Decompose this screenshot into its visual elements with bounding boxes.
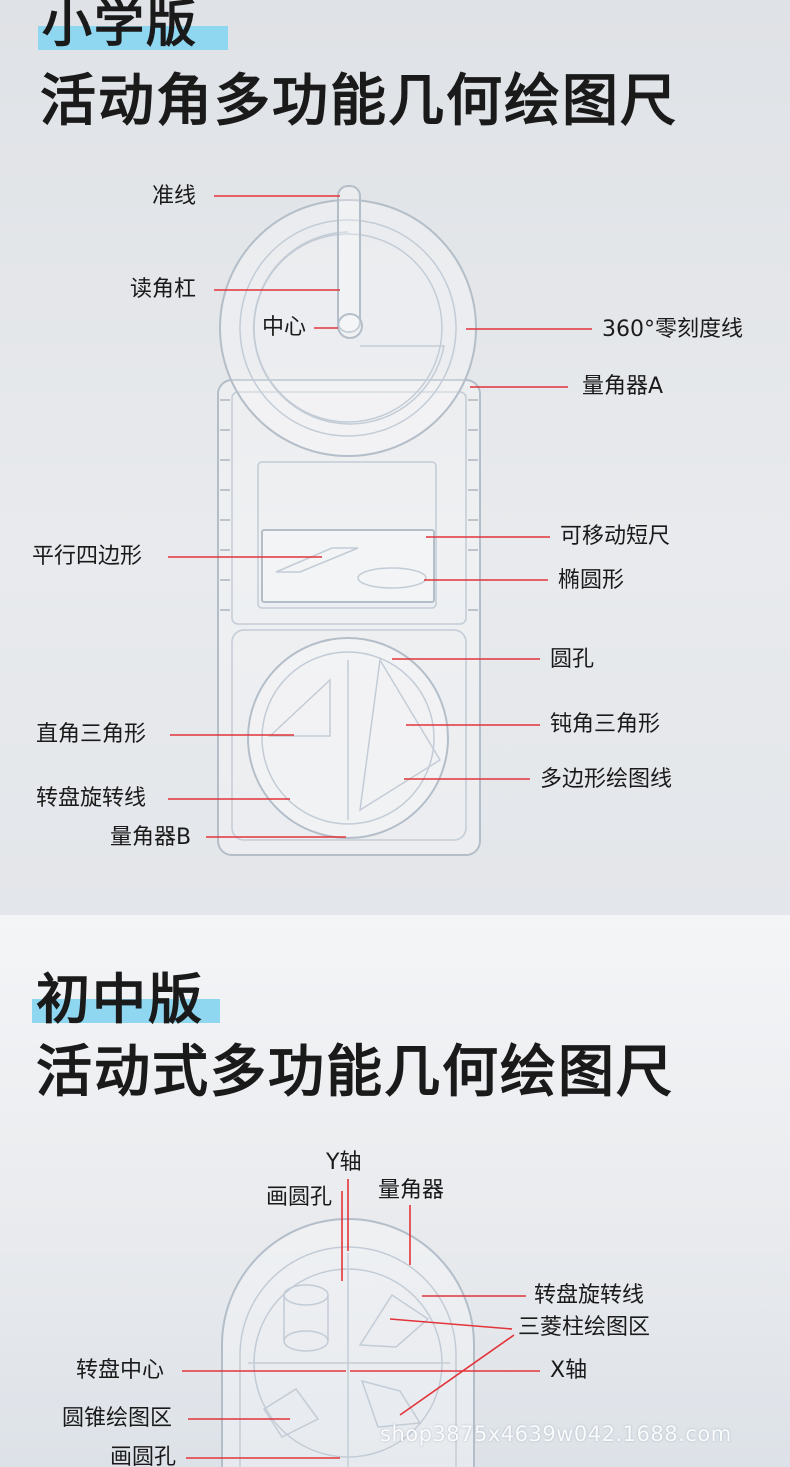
left-scale [220,399,230,611]
label-turntable-line-bottom: 转盘旋转线 [534,1283,645,1308]
label-protractor-b: 量角器B [110,825,192,850]
label-obtuse-triangle: 钝角三角形 [550,712,661,737]
badge-highlight-bottom [32,999,220,1023]
reading-arm [337,185,361,333]
label-protractor: 量角器 [378,1178,445,1203]
badge-top: 小学版 [42,0,198,53]
ruler-upper-frame [231,391,467,625]
label-draw-hole-top: 画圆孔 [266,1185,333,1210]
badge-highlight-top [38,26,228,50]
parallelogram-shape [275,547,359,573]
label-right-triangle: 直角三角形 [36,722,147,747]
ellipse-shape [357,567,427,589]
ruler-illustration-top [168,185,592,856]
label-protractor-a: 量角器A [582,374,664,399]
prism-shape [358,1293,430,1348]
cylinder-bottom [283,1330,329,1352]
cone-shape [262,1387,320,1438]
protractor-a-inner-ring [239,219,457,437]
label-parallelogram: 平行四边形 [32,544,143,569]
top-panel: 小学版 活动角多功能几何绘图尺 [0,0,790,915]
ruler-illustration-bottom [182,1179,540,1467]
badge-bottom: 初中版 [36,968,204,1031]
label-zero-line: 360°零刻度线 [602,317,743,342]
label-prism-area: 三菱柱绘图区 [518,1315,651,1340]
label-turntable-line: 转盘旋转线 [36,786,147,811]
protractor-a [219,199,477,457]
title-top: 活动角多功能几何绘图尺 [40,69,678,134]
label-draw-hole-bottom: 画圆孔 [110,1445,177,1467]
label-polygon-line: 多边形绘图线 [540,767,673,792]
label-ellipse: 椭圆形 [558,568,625,593]
label-turntable-center: 转盘中心 [76,1358,165,1383]
center-pin [337,313,363,339]
obtuse-triangle-shape [359,657,442,812]
label-zhunxian: 准线 [152,184,197,209]
label-cone-area: 圆锥绘图区 [62,1406,173,1431]
leader-prism-area [389,1318,513,1330]
protractor-a-cutout [252,231,445,425]
label-dujiaogang: 读角杠 [130,277,197,302]
label-short-ruler: 可移动短尺 [560,524,671,549]
short-ruler [261,529,435,603]
right-triangle-shape [268,678,331,737]
bottom-panel: 初中版 活动式多功能几何绘图尺 Y轴 画圆孔 量角器 转盘旋转线 三菱柱绘图区 … [0,915,790,1467]
title-bottom: 活动式多功能几何绘图尺 [36,1040,674,1105]
turntable [261,651,435,825]
label-x-axis: X轴 [550,1358,588,1383]
watermark: shop3875x4639w042.1688.com [380,1422,732,1446]
label-y-axis: Y轴 [326,1150,362,1175]
prism-shape-2 [360,1379,422,1428]
label-hole: 圆孔 [550,647,595,672]
leader-prism-area-2 [399,1334,515,1416]
label-zhongxin: 中心 [262,315,307,340]
short-ruler-window [257,461,437,609]
